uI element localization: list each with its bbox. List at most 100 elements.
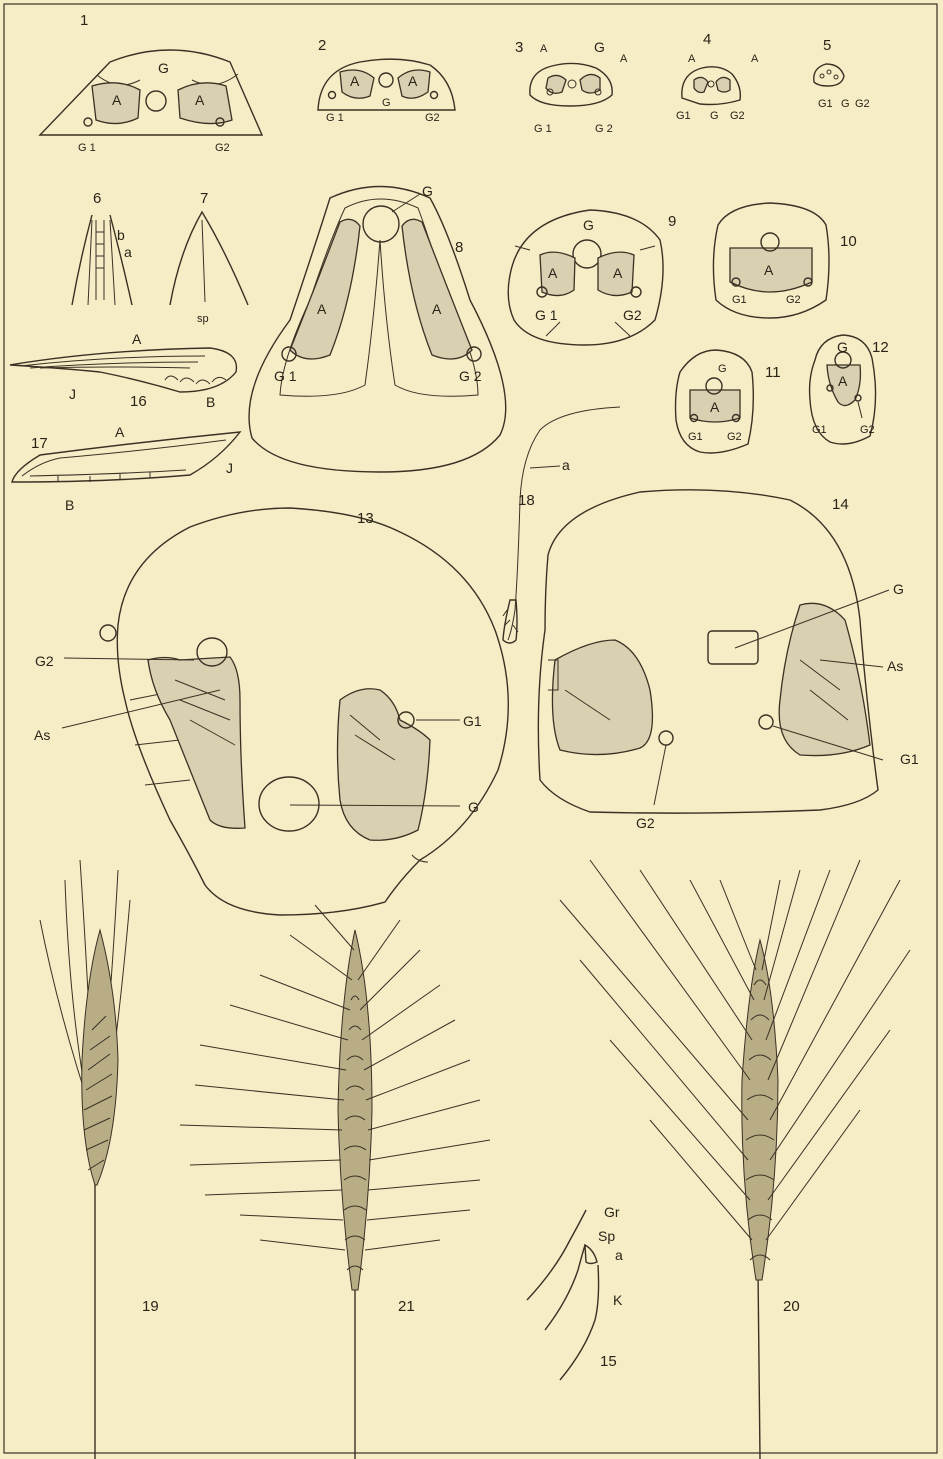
label: G2: [727, 431, 742, 443]
label: G1: [732, 294, 747, 306]
label: G1: [688, 431, 703, 443]
label: G1: [463, 713, 482, 729]
label: A: [195, 92, 205, 108]
figure-10: 10 A G1 G2: [713, 203, 856, 318]
label: G 1: [534, 123, 552, 135]
figure-1: 1 G A A G 1 G2: [40, 12, 262, 154]
figure-18: a 18: [503, 407, 620, 643]
label: G1: [676, 110, 691, 122]
label: G: [893, 581, 904, 597]
label: A: [613, 265, 623, 281]
label: b: [117, 227, 125, 243]
label: G1: [900, 751, 919, 767]
label: B: [65, 497, 74, 513]
figure-21: 21: [180, 905, 490, 1459]
figure-15: Gr Sp a K 15: [527, 1204, 623, 1380]
figure-4: 4 A A G1 G G2: [676, 31, 759, 122]
figure-13: 13 G2 As G1 G: [34, 508, 508, 915]
figure-number: 17: [31, 435, 48, 452]
label: A: [540, 43, 548, 55]
label: G 1: [78, 142, 96, 154]
label: G: [583, 217, 594, 233]
label: A: [112, 92, 122, 108]
figure-number: 16: [130, 393, 147, 410]
label: As: [34, 727, 50, 743]
label: G: [158, 60, 169, 76]
figure-number: 14: [832, 496, 849, 513]
figure-number: 4: [703, 31, 711, 48]
label: G2: [730, 110, 745, 122]
label: G1: [812, 424, 827, 436]
label: A: [432, 301, 442, 317]
figure-number: 20: [783, 1298, 800, 1315]
label: G 1: [274, 368, 297, 384]
figure-number: 11: [765, 364, 781, 381]
label: A: [132, 331, 142, 347]
label: G: [841, 98, 850, 110]
figure-12: 12 G A G1 G2: [810, 335, 889, 444]
label: G 2: [595, 123, 613, 135]
figure-number: 21: [398, 1298, 415, 1315]
figure-number: 2: [318, 37, 326, 54]
label: G2: [425, 112, 440, 124]
label: G 1: [535, 307, 558, 323]
figure-number: 7: [200, 190, 208, 207]
label: A: [688, 53, 696, 65]
label: Gr: [604, 1204, 620, 1220]
figure-8: 8 G A A G 1 G 2: [249, 183, 506, 472]
label: Sp: [598, 1228, 615, 1244]
label: G2: [786, 294, 801, 306]
label: G 1: [326, 112, 344, 124]
label: G 2: [459, 368, 482, 384]
figure-11: 11 G A G1 G2: [676, 350, 781, 453]
figure-7: 7 sp: [170, 190, 248, 325]
label: A: [710, 399, 720, 415]
figure-17: 17 A J B: [12, 424, 240, 513]
label: G: [382, 97, 391, 109]
figure-16: A J 16 B: [10, 331, 236, 410]
figure-19: 19: [40, 860, 159, 1459]
figure-14: 14 G As G1 G2: [538, 490, 919, 831]
figure-5: 5 G1 G G2: [814, 37, 870, 110]
label: G2: [860, 424, 875, 436]
label: sp: [197, 313, 209, 325]
figure-3: 3 A G A G 1 G 2: [515, 39, 628, 135]
figure-number: 10: [840, 233, 857, 250]
label: A: [350, 73, 360, 89]
figure-number: 18: [518, 492, 535, 509]
label: G: [837, 339, 848, 355]
label: A: [751, 53, 759, 65]
label: As: [887, 658, 903, 674]
figure-number: 12: [872, 339, 889, 356]
label: A: [408, 73, 418, 89]
figure-number: 8: [455, 239, 463, 256]
figure-number: 3: [515, 39, 523, 56]
label: a: [562, 457, 570, 473]
label: A: [317, 301, 327, 317]
figure-number: 19: [142, 1298, 159, 1315]
label: A: [620, 53, 628, 65]
label: A: [548, 265, 558, 281]
label: G2: [636, 815, 655, 831]
label: G2: [855, 98, 870, 110]
label: A: [764, 262, 774, 278]
label: G: [422, 183, 433, 199]
label: B: [206, 394, 215, 410]
label: K: [613, 1292, 623, 1308]
figure-number: 1: [80, 12, 88, 29]
figure-9: 9 G A A G 1 G2: [508, 210, 676, 345]
label: A: [115, 424, 125, 440]
figure-6: 6 b a: [72, 190, 132, 305]
label: G: [710, 110, 719, 122]
label: a: [615, 1247, 623, 1263]
label: G: [594, 39, 605, 55]
label: J: [69, 386, 76, 402]
figure-2: 2 A A G G 1 G2: [318, 37, 455, 124]
label: G2: [623, 307, 642, 323]
label: G: [468, 799, 479, 815]
label: G2: [35, 653, 54, 669]
label: a: [124, 244, 132, 260]
label: G2: [215, 142, 230, 154]
label: J: [226, 460, 233, 476]
